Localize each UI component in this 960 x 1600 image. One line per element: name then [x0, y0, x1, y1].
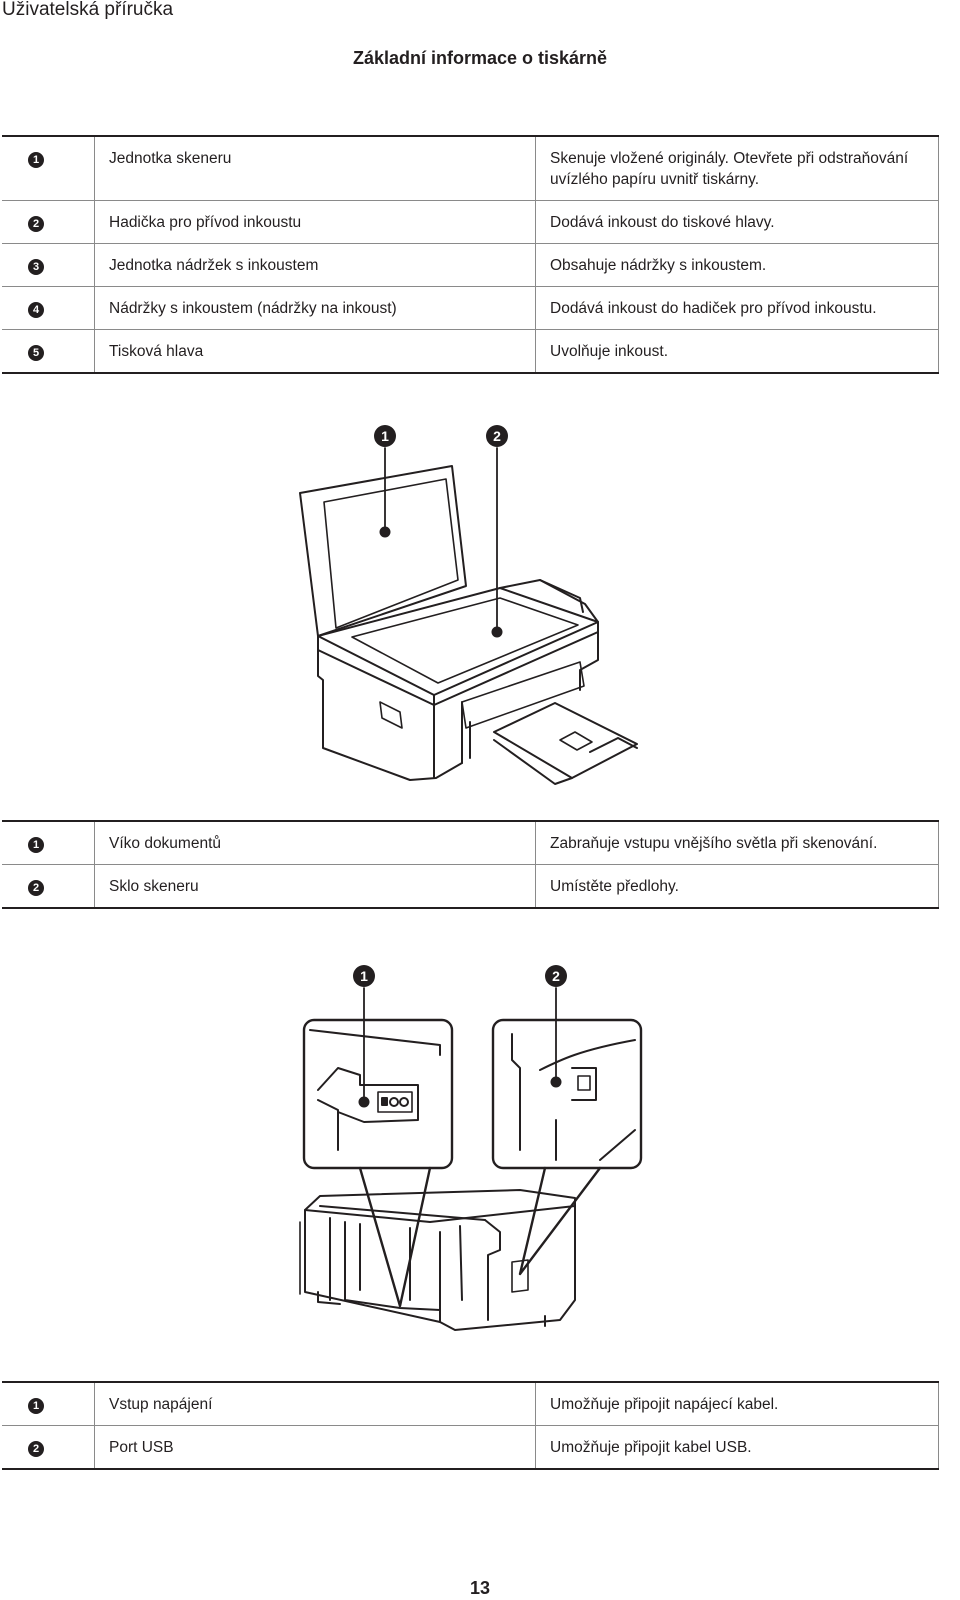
- item-number-badge: 1: [28, 152, 44, 168]
- table-row: 2 Hadička pro přívod inkoustu Dodává ink…: [2, 200, 939, 244]
- parts-table-3: 1 Vstup napájení Umožňuje připojit napáj…: [2, 1381, 939, 1470]
- table-row: 1 Víko dokumentů Zabraňuje vstupu vnější…: [2, 820, 939, 865]
- part-description: Umožňuje připojit kabel USB.: [535, 1425, 939, 1470]
- part-name: Hadička pro přívod inkoustu: [94, 200, 536, 244]
- part-name: Nádržky s inkoustem (nádržky na inkoust): [94, 286, 536, 330]
- item-number-badge: 4: [28, 302, 44, 318]
- item-number-badge: 2: [28, 1441, 44, 1457]
- part-description: Umístěte předlohy.: [535, 864, 939, 909]
- part-description: Uvolňuje inkoust.: [535, 329, 939, 374]
- item-number-badge: 2: [28, 880, 44, 896]
- callout-badge: 2: [486, 425, 508, 447]
- section-title: Základní informace o tiskárně: [352, 48, 608, 68]
- part-name: Jednotka nádržek s inkoustem: [94, 243, 536, 287]
- part-name: Vstup napájení: [94, 1381, 536, 1426]
- part-description: Obsahuje nádržky s inkoustem.: [535, 243, 939, 287]
- callout-badge: 2: [545, 965, 567, 987]
- part-description: Umožňuje připojit napájecí kabel.: [535, 1381, 939, 1426]
- table-row: 4 Nádržky s inkoustem (nádržky na inkous…: [2, 286, 939, 330]
- table-row: 1 Vstup napájení Umožňuje připojit napáj…: [2, 1381, 939, 1426]
- table-row: 5 Tisková hlava Uvolňuje inkoust.: [2, 329, 939, 374]
- item-number-badge: 5: [28, 345, 44, 361]
- part-description: Zabraňuje vstupu vnějšího světla při ske…: [535, 820, 939, 865]
- parts-table-1: 1 Jednotka skeneru Skenuje vložené origi…: [2, 135, 939, 374]
- part-name: Víko dokumentů: [94, 820, 536, 865]
- page-number: 13: [469, 1578, 491, 1598]
- table-row: 2 Port USB Umožňuje připojit kabel USB.: [2, 1425, 939, 1470]
- item-number-badge: 2: [28, 216, 44, 232]
- parts-table-2: 1 Víko dokumentů Zabraňuje vstupu vnější…: [2, 820, 939, 909]
- part-name: Sklo skeneru: [94, 864, 536, 909]
- callout-badge: 1: [353, 965, 375, 987]
- table-row: 2 Sklo skeneru Umístěte předlohy.: [2, 864, 939, 909]
- running-header: Uživatelská příručka: [2, 0, 174, 20]
- table-row: 1 Jednotka skeneru Skenuje vložené origi…: [2, 135, 939, 201]
- part-description: Dodává inkoust do tiskové hlavy.: [535, 200, 939, 244]
- part-name: Tisková hlava: [94, 329, 536, 374]
- callout-badge: 1: [374, 425, 396, 447]
- item-number-badge: 1: [28, 1398, 44, 1414]
- part-description: Skenuje vložené originály. Otevřete při …: [535, 135, 939, 201]
- table-row: 3 Jednotka nádržek s inkoustem Obsahuje …: [2, 243, 939, 287]
- part-description: Dodává inkoust do hadiček pro přívod ink…: [535, 286, 939, 330]
- item-number-badge: 1: [28, 837, 44, 853]
- part-name: Port USB: [94, 1425, 536, 1470]
- item-number-badge: 3: [28, 259, 44, 275]
